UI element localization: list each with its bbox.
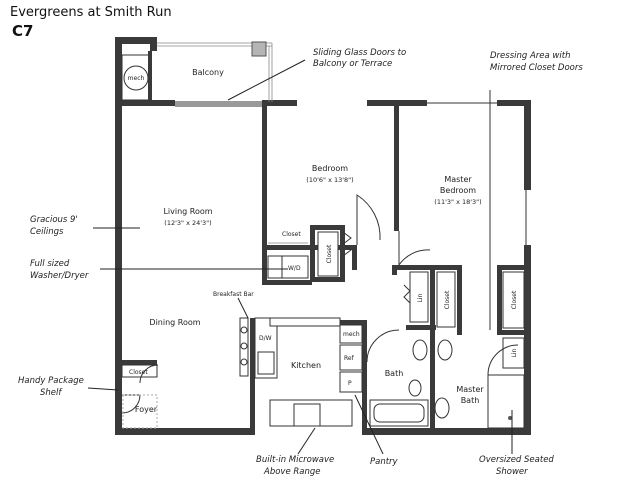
community-name: Evergreens at Smith Run <box>10 5 172 20</box>
master-bath-label-2: Bath <box>461 396 480 405</box>
callout-pantry: Pantry <box>370 457 399 467</box>
interior-walls <box>115 100 527 435</box>
master-bath-fixtures <box>434 339 525 429</box>
callout-ceilings-2: Ceilings <box>30 227 64 237</box>
mech-label-balcony: mech <box>128 75 145 82</box>
balcony-railing <box>157 41 273 105</box>
svg-text:Closet: Closet <box>511 290 518 309</box>
callout-microwave-1: Built-in Microwave <box>256 455 334 465</box>
living-room-dim: (12'3" x 24'3") <box>164 219 211 227</box>
balcony-post <box>251 41 267 57</box>
washer-dryer: W/D <box>267 255 309 279</box>
callout-shower-1: Oversized Seated <box>479 455 554 465</box>
callout-package-1: Handy Package <box>18 376 84 386</box>
bath-1-fixtures <box>366 329 429 427</box>
seated-shower <box>487 374 525 429</box>
balcony-mech: mech <box>121 51 152 101</box>
unit-code: C7 <box>12 22 34 40</box>
exterior-walls <box>115 37 531 435</box>
breakfast-bar-label: Breakfast Bar <box>213 291 254 298</box>
dw-label: D/W <box>259 335 272 342</box>
kitchen-fixtures: D/W mech Ref P <box>254 317 363 427</box>
callout-washer-2: Washer/Dryer <box>30 271 89 281</box>
bath-toilet <box>408 379 422 397</box>
master-bath-label-1: Master <box>456 385 484 394</box>
master-bedroom-dim: (11'3" x 18'3") <box>434 198 481 206</box>
callout-dressing-2: Mirrored Closet Doors <box>490 63 583 73</box>
callouts: Sliding Glass Doors to Balcony or Terrac… <box>18 48 583 477</box>
svg-text:Lin: Lin <box>511 348 518 357</box>
kitchen-mech-box <box>339 324 363 344</box>
callout-package-2: Shelf <box>40 388 63 398</box>
linen-closet-1: Lin <box>403 271 429 323</box>
linen-closet-2: Lin <box>502 337 525 369</box>
balcony-label: Balcony <box>192 68 224 77</box>
wd-label: W/D <box>288 265 301 272</box>
mech-label-kitchen: mech <box>343 331 360 338</box>
callout-microwave-2: Above Range <box>263 467 321 477</box>
refrigerator <box>339 344 363 371</box>
foyer-label: Foyer <box>135 405 158 414</box>
master-bedroom-label-1: Master <box>444 175 472 184</box>
living-room-label: Living Room <box>163 207 212 216</box>
bedroom-closet-vertical: Closet <box>317 231 352 277</box>
master-closet-vertical: Closet <box>436 271 456 328</box>
breakfast-bar: Breakfast Bar <box>213 291 254 377</box>
svg-text:Closet: Closet <box>444 290 451 309</box>
pantry-label: P <box>348 380 352 387</box>
callout-washer-1: Full sized <box>30 259 70 269</box>
bedroom-door <box>356 194 431 267</box>
callout-shower-2: Shower <box>496 467 528 477</box>
bedroom-label: Bedroom <box>312 164 348 173</box>
bedroom-closet-label: Closet <box>282 231 301 238</box>
kitchen-label: Kitchen <box>291 361 321 370</box>
svg-text:Closet: Closet <box>129 369 148 376</box>
svg-text:Lin: Lin <box>417 293 424 302</box>
callout-ceilings-1: Gracious 9' <box>30 215 78 225</box>
svg-text:Closet: Closet <box>326 244 333 263</box>
callout-sliding-2: Balcony or Terrace <box>313 59 392 69</box>
bath-label: Bath <box>385 369 404 378</box>
pantry-closet <box>339 371 363 393</box>
bath-sink <box>412 339 428 361</box>
room-labels: Balcony Living Room (12'3" x 24'3") Dini… <box>135 68 484 414</box>
master-closet-right: Closet <box>502 271 525 329</box>
callout-sliding-1: Sliding Glass Doors to <box>313 48 406 58</box>
callout-dressing-1: Dressing Area with <box>490 51 570 61</box>
dining-room-label: Dining Room <box>149 318 200 327</box>
master-bedroom-label-2: Bedroom <box>440 186 476 195</box>
ref-label: Ref <box>344 355 355 362</box>
bedroom-dim: (10'6" x 13'8") <box>306 176 353 184</box>
foyer-closet: Closet <box>121 364 159 429</box>
